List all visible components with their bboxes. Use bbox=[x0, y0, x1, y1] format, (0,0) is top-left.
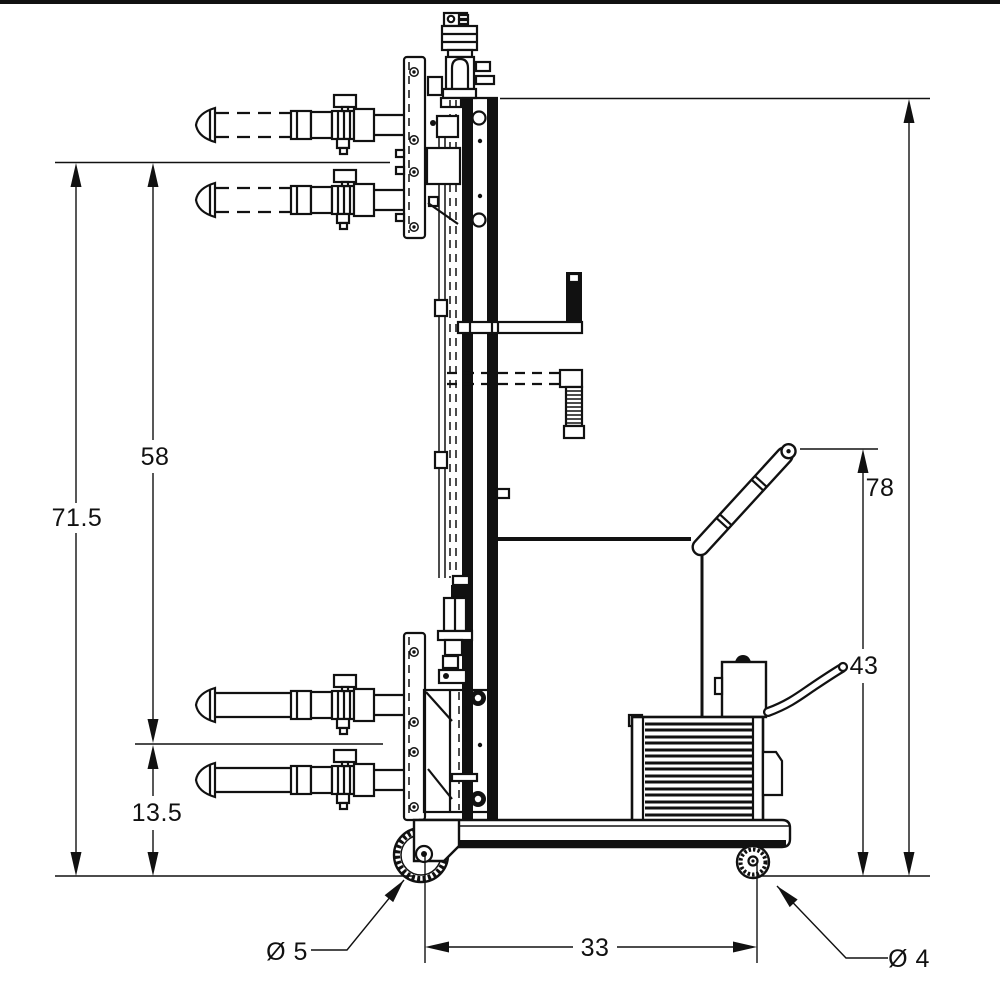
mast bbox=[462, 96, 511, 822]
winch-crank bbox=[447, 272, 586, 440]
upper-carriage-raised bbox=[196, 55, 462, 240]
mast-bolt bbox=[471, 212, 487, 228]
lower-carriage-lowered bbox=[196, 574, 492, 822]
dim-label-33: 33 bbox=[581, 934, 610, 962]
dim-label-58: 58 bbox=[141, 443, 170, 471]
dim-label-78: 78 bbox=[866, 474, 895, 502]
winch-motor bbox=[426, 11, 496, 109]
front-caster bbox=[392, 818, 461, 884]
dimension-lift-travel: 58 bbox=[141, 163, 170, 743]
upper-fork-1 bbox=[196, 95, 404, 154]
pump-unit bbox=[713, 655, 768, 719]
dimensions: 71.5 58 13.5 78 bbox=[52, 97, 930, 973]
dim-label-43: 43 bbox=[850, 652, 879, 680]
dimension-wheelbase: 33 bbox=[425, 934, 757, 962]
base-platform bbox=[418, 818, 792, 849]
plate-holes bbox=[409, 647, 419, 812]
upper-fork-2 bbox=[196, 170, 404, 229]
plate-holes bbox=[409, 67, 419, 232]
battery-box bbox=[627, 713, 784, 825]
callout-rear-caster-diameter: Ø 4 bbox=[773, 882, 930, 973]
callout-front-caster-diameter: Ø 5 bbox=[266, 876, 409, 966]
louvers bbox=[645, 722, 752, 817]
dimension-raised-forks-height: 71.5 bbox=[52, 163, 103, 876]
mast-bolt bbox=[471, 110, 487, 126]
frame bbox=[498, 537, 704, 718]
side-bracket bbox=[761, 750, 784, 797]
dim-label-71-5: 71.5 bbox=[52, 504, 103, 532]
lower-fork-1 bbox=[196, 675, 404, 734]
lift-cylinder bbox=[433, 100, 457, 578]
steer-handle bbox=[691, 443, 797, 557]
lower-fork-2 bbox=[196, 750, 404, 809]
threaded-rod bbox=[566, 390, 582, 424]
page-top-border bbox=[0, 0, 1000, 4]
dimension-handle-height: 43 bbox=[850, 449, 879, 876]
rear-caster bbox=[735, 844, 771, 880]
dim-label-dia4: Ø 4 bbox=[888, 945, 930, 973]
dim-label-dia5: Ø 5 bbox=[266, 938, 308, 966]
release-pedal bbox=[763, 661, 849, 717]
dimension-lowered-forks-height: 13.5 bbox=[132, 745, 183, 876]
drum-lifter-machine bbox=[196, 11, 849, 884]
dim-label-13-5: 13.5 bbox=[132, 799, 183, 827]
dimension-overall-height: 78 bbox=[866, 99, 915, 876]
mast-stub bbox=[495, 487, 511, 500]
